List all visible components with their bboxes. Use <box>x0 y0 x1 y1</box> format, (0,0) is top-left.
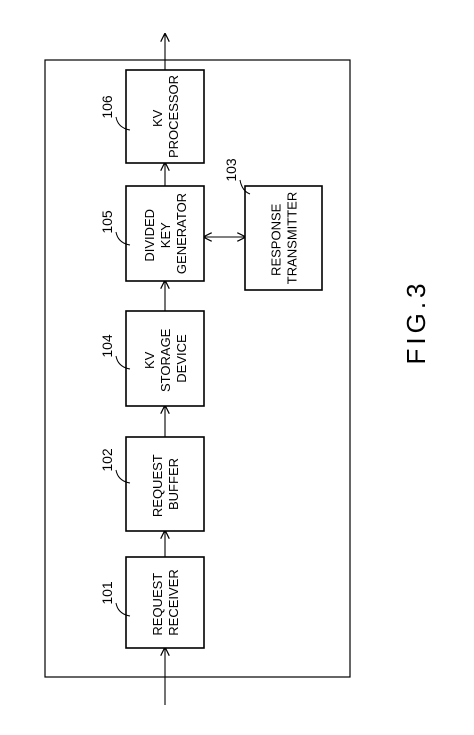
svg-text:KV PROCESSOR: KV PROCESSOR <box>150 75 181 158</box>
block-label-line: KV <box>150 109 165 127</box>
block-request-buffer: REQUEST BUFFER <box>125 436 205 532</box>
block-label-line: TRANSMITTER <box>285 192 300 284</box>
ref-102: 102 <box>99 448 131 484</box>
ref-103: 103 <box>223 158 251 195</box>
block-request-receiver: REQUEST RECEIVER <box>125 556 205 649</box>
svg-text:REQUEST RECEIVER: REQUEST RECEIVER <box>150 569 181 635</box>
block-label-line: GENERATOR <box>174 193 189 274</box>
ref-number: 104 <box>99 334 115 358</box>
ref-number: 102 <box>99 448 115 472</box>
block-label-line: REQUEST <box>150 454 165 517</box>
block-label-line: RESPONSE <box>269 203 284 276</box>
block-kv-storage-device: KV STORAGE DEVICE <box>125 310 205 407</box>
svg-text:REQUEST BUFFER: REQUEST BUFFER <box>150 451 181 517</box>
block-label-line: RECEIVER <box>166 569 181 635</box>
block-label-line: KEY <box>158 222 173 248</box>
block-label-line: REQUEST <box>150 573 165 636</box>
block-label-line: DIVIDED <box>142 209 157 262</box>
ref-106: 106 <box>99 95 131 131</box>
block-response-transmitter: RESPONSE TRANSMITTER <box>244 185 323 291</box>
figure-caption: FIG.3 <box>401 279 431 364</box>
block-label-line: DEVICE <box>174 334 189 383</box>
ref-104: 104 <box>99 334 131 370</box>
block-kv-processor: KV PROCESSOR <box>125 69 205 164</box>
ref-number: 101 <box>99 581 115 605</box>
svg-text:DIVIDED KEY GENERA: DIVIDED KEY GENERATOR <box>142 193 189 274</box>
svg-text:KV STORAGE DEVICE: KV STORAGE DEVICE <box>142 325 189 392</box>
block-label-line: STORAGE <box>158 328 173 392</box>
block-label-line: KV <box>142 351 157 369</box>
svg-text:RESPONSE TRANSMITTER: RESPONSE TRANSMITTER <box>269 192 300 284</box>
block-label-line: PROCESSOR <box>166 75 181 158</box>
system-boundary-frame <box>44 59 351 678</box>
ref-101: 101 <box>99 581 131 617</box>
ref-number: 106 <box>99 95 115 119</box>
ref-number: 103 <box>223 158 239 182</box>
ref-105: 105 <box>99 210 131 246</box>
block-divided-key-generator: DIVIDED KEY GENERATOR <box>125 185 205 282</box>
block-label-line: BUFFER <box>166 458 181 510</box>
ref-number: 105 <box>99 210 115 234</box>
